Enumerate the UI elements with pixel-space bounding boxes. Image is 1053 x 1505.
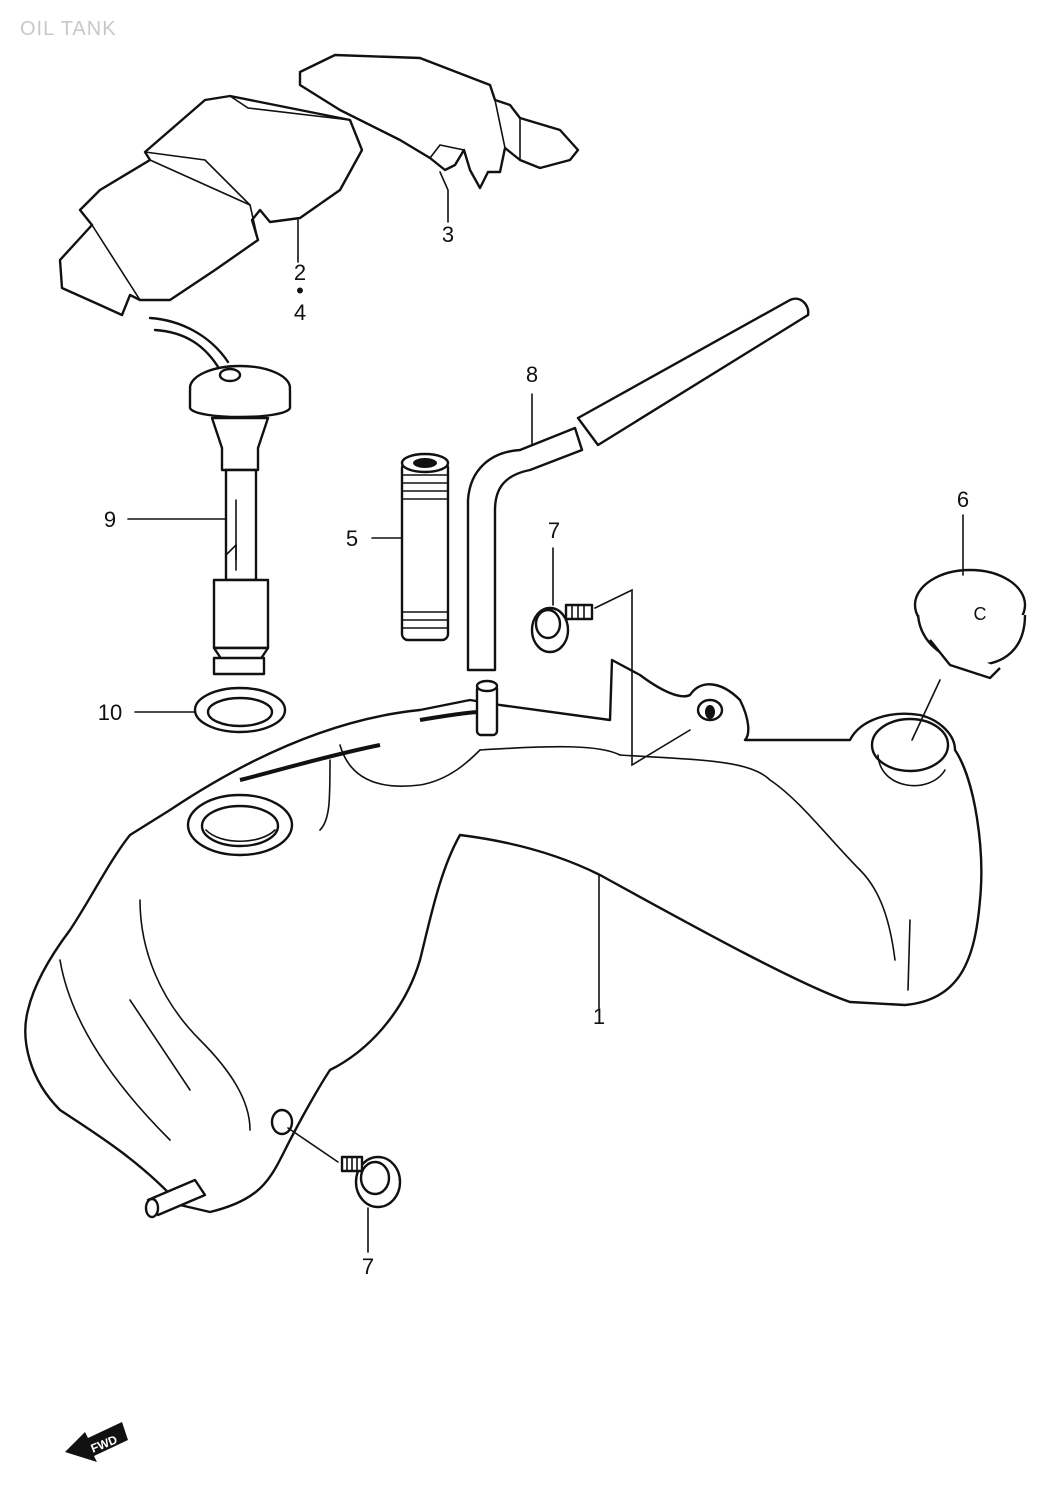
part-gauge-9[interactable] [148,316,292,676]
callout-6: 6 [957,487,969,512]
callouts: 2 • 4 3 8 9 5 7 6 10 1 7 [98,222,969,1279]
callout-10: 10 [98,700,122,725]
part-oring-10[interactable] [193,686,287,734]
part-bolt-7-lower[interactable] [340,1155,402,1209]
callout-8: 8 [526,362,538,387]
part-nipple-5[interactable] [400,452,450,642]
part-hose-8[interactable] [466,297,810,672]
part-cover-2-4[interactable] [58,94,364,317]
leader-lines [127,171,964,1253]
callout-9: 9 [104,507,116,532]
callout-7-upper: 7 [548,518,560,543]
callout-2-4-separator: • [296,278,304,303]
callout-5: 5 [346,526,358,551]
diagram-title: OIL TANK [20,18,117,40]
part-cover-3[interactable] [298,53,580,190]
part-oil-tank-1[interactable] [24,658,983,1219]
part-cap-6[interactable]: C [913,568,1027,680]
forward-direction-arrow: FWD [65,1422,128,1462]
callout-2: 2 [294,260,306,285]
callout-4: 4 [294,300,306,325]
cap-letter: C [974,604,987,624]
callout-7-lower: 7 [362,1254,374,1279]
part-bolt-7-upper[interactable] [530,603,594,654]
callout-3: 3 [442,222,454,247]
callout-1: 1 [593,1004,605,1029]
